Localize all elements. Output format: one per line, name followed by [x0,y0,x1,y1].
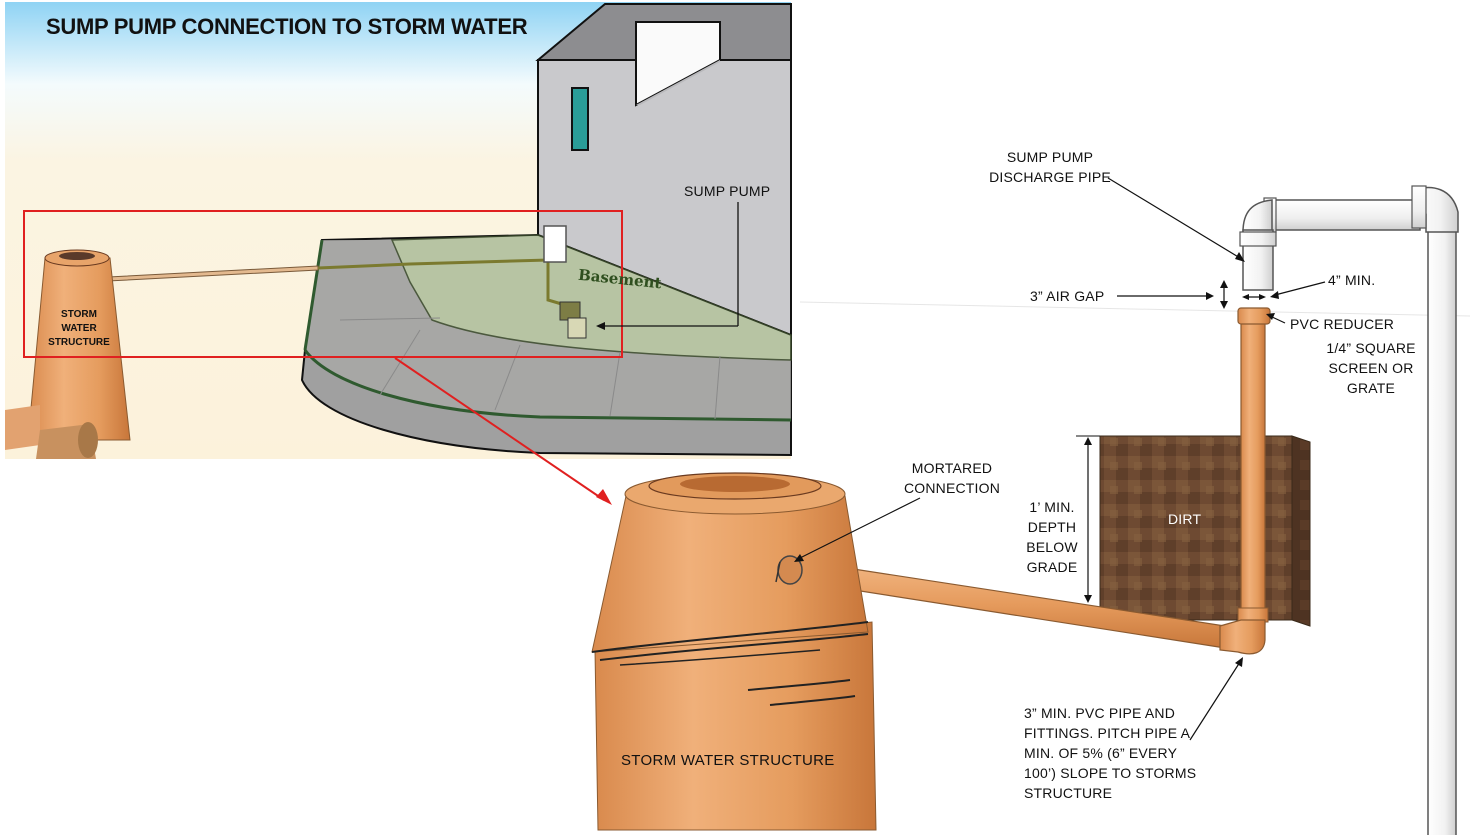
screen-line-3: GRATE [1346,380,1396,396]
page-title: SUMP PUMP CONNECTION TO STORM WATER [46,14,528,39]
depth-line-4: GRADE [1026,559,1078,575]
reducer-label: PVC REDUCER [1290,316,1395,332]
sump-pump-label: SUMP PUMP [684,183,771,199]
screen-line-1: 1/4” SQUARE [1326,340,1416,356]
mortared-label: MORTARED CONNECTION [892,458,1012,498]
inset-structure-label: STORM WATER STRUCTURE [44,308,114,350]
screen-label: 1/4” SQUARE SCREEN OR GRATE [1316,338,1426,398]
pipe-spec-label: 3” MIN. PVC PIPE AND FITTINGS. PITCH PIP… [1024,703,1224,803]
depth-line-2: DEPTH [1027,519,1077,535]
pipe-spec-line-4: 100’) SLOPE TO STORMS [1024,765,1197,781]
pipe-spec-line-5: STRUCTURE [1024,785,1113,801]
discharge-pipe-label: SUMP PUMP DISCHARGE PIPE [978,147,1122,187]
screen-line-2: SCREEN OR [1328,360,1414,376]
depth-line-1: 1’ MIN. [1029,499,1075,515]
pipe-spec-line-2: FITTINGS. PITCH PIPE A [1024,725,1191,741]
mortared-line-1: MORTARED [911,460,993,476]
inset-structure-line-3: STRUCTURE [48,337,110,348]
discharge-pipe-line-1: SUMP PUMP [1006,149,1094,165]
depth-label: 1’ MIN. DEPTH BELOW GRADE [1018,497,1086,577]
inset-structure-line-1: STORM [61,309,97,320]
pipe-spec-line-3: MIN. OF 5% (6” EVERY [1024,745,1178,761]
air-gap-label: 3” AIR GAP [1030,288,1105,304]
mortared-line-2: CONNECTION [903,480,1001,496]
storm-structure-label: STORM WATER STRUCTURE [621,752,835,769]
min-gap-label: 4” MIN. [1328,272,1376,288]
pipe-spec-line-1: 3” MIN. PVC PIPE AND [1024,705,1176,721]
depth-line-3: BELOW [1026,539,1078,555]
dirt-label: DIRT [1168,511,1202,527]
discharge-pipe-line-2: DISCHARGE PIPE [989,169,1111,185]
inset-structure-line-2: WATER [61,323,97,334]
